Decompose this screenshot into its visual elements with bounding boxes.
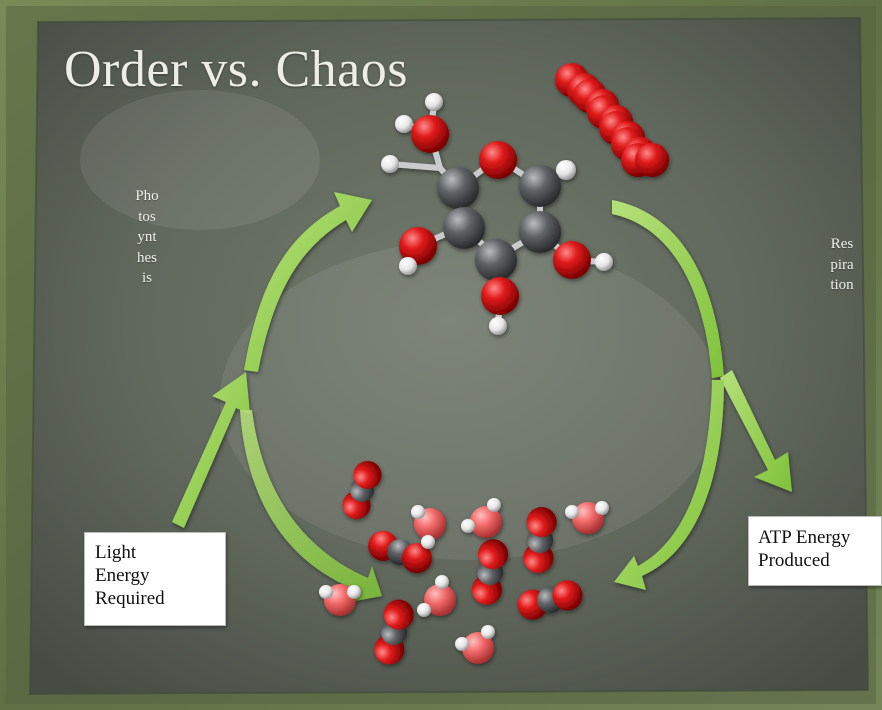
arrow-right-curve bbox=[612, 200, 724, 378]
arrow-right-return bbox=[614, 380, 724, 590]
co2-molecule bbox=[523, 507, 557, 573]
arrow-left-curve-up bbox=[244, 192, 372, 372]
co2-molecule bbox=[368, 530, 432, 574]
water-molecule bbox=[565, 501, 609, 534]
arrow-right-down bbox=[720, 370, 792, 492]
slide-title: Order vs. Chaos bbox=[64, 41, 409, 98]
water-molecule bbox=[461, 498, 502, 538]
respiration-label: Respiration bbox=[830, 236, 854, 294]
light-energy-line: Energy bbox=[95, 565, 150, 586]
water-molecule bbox=[411, 505, 446, 549]
co2-molecule bbox=[471, 539, 509, 605]
light-energy-box: Light Energy Required bbox=[84, 532, 226, 626]
arrow-left-curve-down bbox=[240, 410, 382, 602]
co2-molecule bbox=[374, 599, 414, 665]
co2-molecule bbox=[517, 580, 583, 620]
water-molecule bbox=[319, 584, 361, 616]
atp-energy-line: Produced bbox=[758, 550, 830, 571]
water-molecule bbox=[455, 625, 495, 664]
co2-molecule bbox=[342, 460, 382, 520]
atp-energy-box: ATP Energy Produced bbox=[748, 516, 882, 586]
atp-energy-line: ATP Energy bbox=[758, 527, 851, 548]
glucose-molecule bbox=[381, 93, 613, 335]
light-energy-line: Required bbox=[95, 588, 165, 609]
photosynthesis-label: Photosynthesis bbox=[135, 188, 159, 287]
oxygen-stack bbox=[555, 63, 669, 177]
light-energy-line: Light bbox=[95, 542, 137, 563]
chalkboard bbox=[30, 18, 868, 694]
arrow-left-up bbox=[172, 372, 250, 528]
water-molecule bbox=[417, 575, 456, 617]
